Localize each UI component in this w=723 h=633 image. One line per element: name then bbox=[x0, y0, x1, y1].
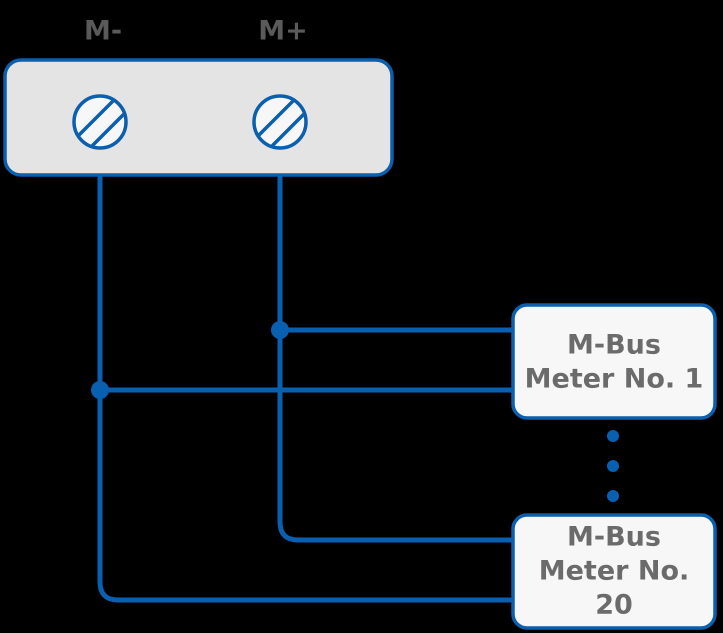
terminal-m-minus-hatch-line-2 bbox=[84, 106, 125, 147]
terminal-m-minus-circle bbox=[72, 94, 128, 150]
meter-box-20[interactable]: M-Bus Meter No. 20 bbox=[511, 513, 717, 630]
ellipsis-dot-3 bbox=[607, 490, 619, 502]
wire-bundle bbox=[97, 122, 513, 603]
terminal-m-plus-circle bbox=[252, 94, 308, 150]
junction-dot-m-plus-meter-1 bbox=[271, 321, 289, 339]
meter-box-1-label-line-1: M-Bus bbox=[567, 330, 661, 361]
terminal-m-minus-hatch-line-1 bbox=[75, 97, 120, 142]
m-bus-master-enclosure bbox=[3, 58, 394, 177]
meter-box-1-outline[interactable] bbox=[511, 303, 717, 420]
meter-box-20-label-line-3: 20 bbox=[595, 590, 633, 621]
meter-box-1-label-line-2: Meter No. 1 bbox=[525, 364, 704, 395]
ellipsis-dot-1 bbox=[607, 430, 619, 442]
port-label-m-minus: M- bbox=[84, 16, 122, 47]
ellipsis-dot-2 bbox=[607, 460, 619, 472]
terminal-m-minus bbox=[72, 94, 128, 150]
terminal-m-plus-hatch-line-1 bbox=[255, 97, 300, 142]
meter-box-20-label-line-1: M-Bus bbox=[567, 522, 661, 553]
terminal-m-plus bbox=[252, 94, 308, 150]
m-minus-trunk-wire bbox=[97, 122, 513, 603]
port-label-m-plus: M+ bbox=[258, 16, 308, 47]
terminal-m-plus-hatch-line-2 bbox=[264, 106, 305, 147]
meters-continuation-ellipsis bbox=[607, 430, 619, 502]
m-plus-trunk-wire bbox=[277, 122, 513, 543]
enclosure-outline bbox=[3, 58, 394, 177]
meter-box-20-outline[interactable] bbox=[511, 513, 717, 630]
junction-dot-m-minus-meter-1 bbox=[91, 381, 109, 399]
meter-box-20-label-line-2: Meter No. bbox=[539, 556, 690, 587]
meter-box-1[interactable]: M-Bus Meter No. 1 bbox=[511, 303, 717, 420]
